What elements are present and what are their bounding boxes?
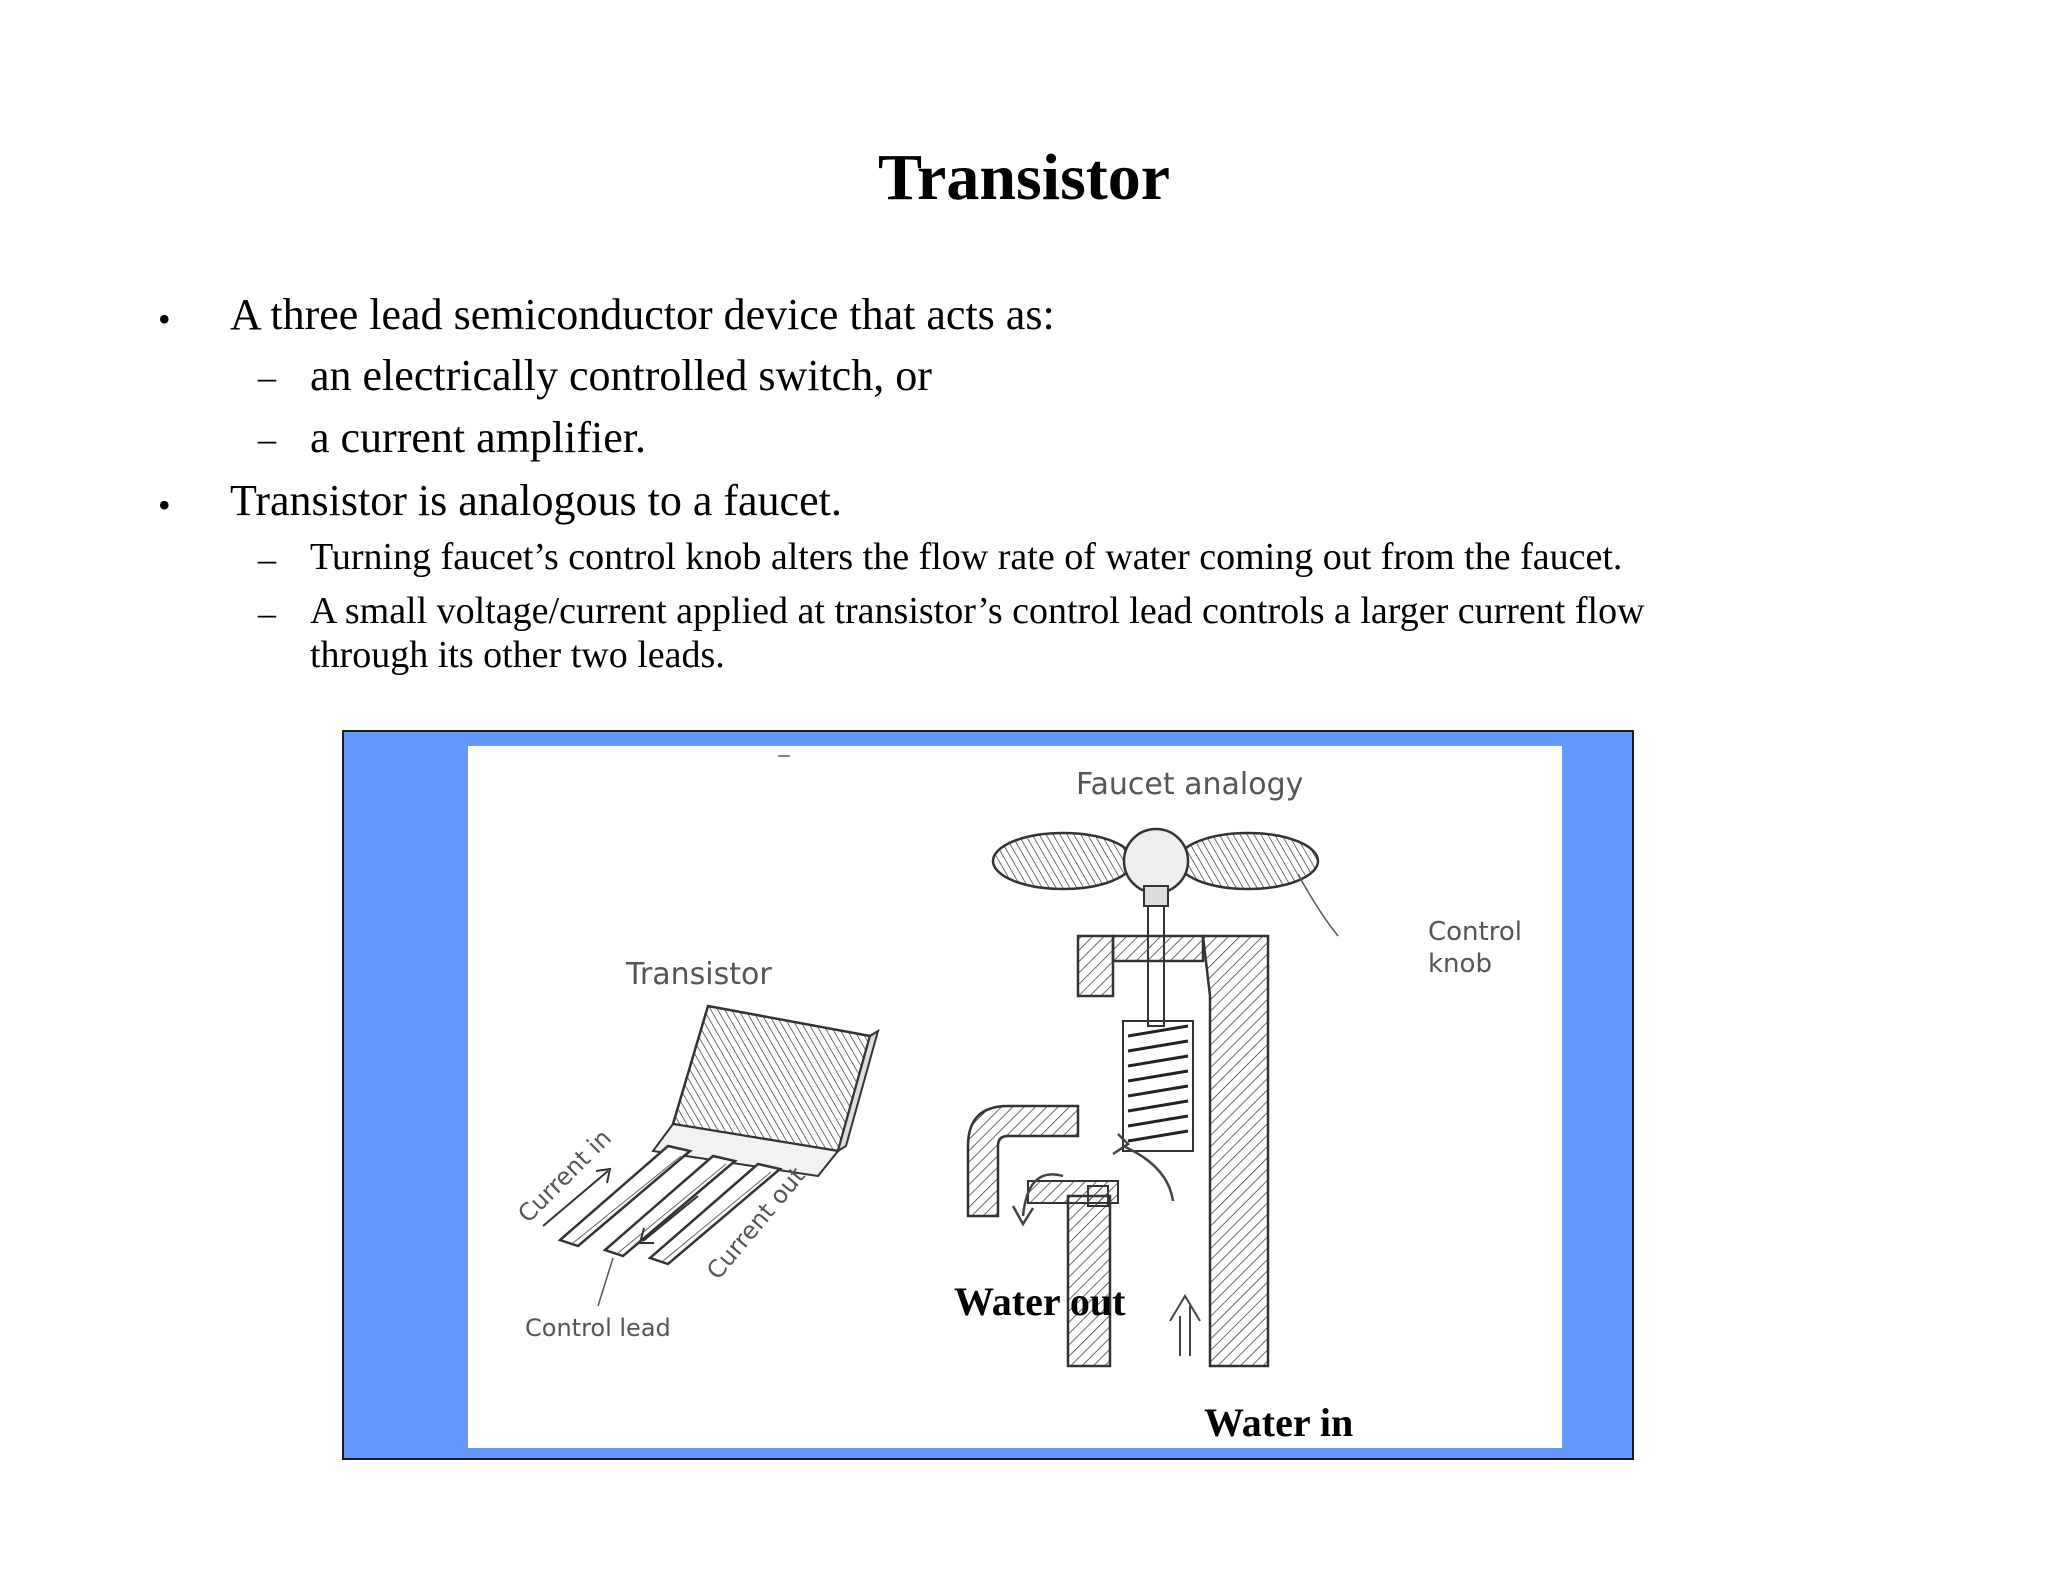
bullet-marker: • bbox=[158, 485, 171, 525]
bullet-2-text: Transistor is analogous to a faucet. bbox=[230, 476, 842, 525]
water-in-label: Water in bbox=[1204, 1400, 1354, 1445]
control-lead-label: Control lead bbox=[525, 1314, 671, 1342]
slide-title: Transistor bbox=[877, 141, 1171, 214]
bullet-1-sub-1: an electrically controlled switch, or bbox=[310, 351, 932, 400]
bullet-marker: • bbox=[158, 299, 171, 339]
dash-marker: – bbox=[258, 419, 276, 459]
control-knob-label-line1: Control bbox=[1428, 917, 1522, 947]
figure-panel: Faucet analogy Transistor Control knob C… bbox=[468, 746, 1562, 1448]
bullet-1-sub-2: a current amplifier. bbox=[310, 413, 646, 462]
faucet-analogy-label: Faucet analogy bbox=[1076, 767, 1303, 802]
dash-marker: – bbox=[258, 357, 276, 397]
dash-marker: – bbox=[258, 539, 276, 579]
control-knob-label-line2: knob bbox=[1428, 949, 1492, 979]
bullet-1-text: A three lead semiconductor device that a… bbox=[230, 290, 1055, 339]
transistor-drawing bbox=[542, 1004, 880, 1307]
figure-frame: Faucet analogy Transistor Control knob C… bbox=[342, 730, 1634, 1460]
bullet-2-sub-2: A small voltage/current applied at trans… bbox=[310, 590, 1645, 632]
faucet-drawing bbox=[966, 827, 1339, 1368]
bullet-2-sub-2-cont: through its other two leads. bbox=[310, 634, 725, 676]
faucet-transistor-illustration: Faucet analogy Transistor Control knob C… bbox=[512, 755, 1522, 1368]
bullet-2-sub-1: Turning faucet’s control knob alters the… bbox=[310, 536, 1623, 578]
water-out-label: Water out bbox=[954, 1279, 1126, 1324]
transistor-label: Transistor bbox=[625, 957, 772, 992]
dash-marker: – bbox=[258, 593, 276, 633]
